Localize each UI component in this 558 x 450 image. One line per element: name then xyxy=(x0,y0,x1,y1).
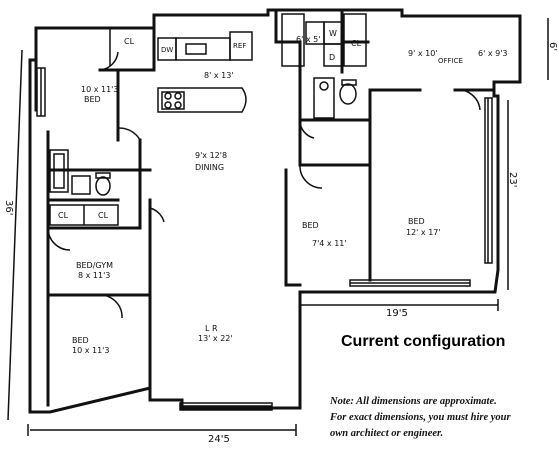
bed-gym-name: BED/GYM xyxy=(76,261,113,270)
interior-walls xyxy=(46,8,496,407)
dryer-label: D xyxy=(329,53,335,62)
configuration-caption: Current configuration xyxy=(341,333,506,350)
bed-bottom-left-size: 10 x 11'3 xyxy=(72,346,109,355)
bed-top-left-size: 10 x 11'3 xyxy=(81,85,118,94)
office-name: OFFICE xyxy=(438,57,463,65)
bed-gym-size: 8 x 11'3 xyxy=(78,271,110,280)
windows xyxy=(36,67,493,411)
bed-right-size: 12' x 17' xyxy=(406,228,441,237)
living-room-name: L R xyxy=(205,324,218,333)
closet-upper-right-label: CL xyxy=(351,39,362,48)
closet-pair-left: CL xyxy=(58,211,69,220)
overall-width-dim: 24'5 xyxy=(208,434,230,445)
closets xyxy=(49,13,367,226)
exterior-walls xyxy=(28,8,522,414)
kitchen-counters xyxy=(157,31,253,113)
bed-right-name: BED xyxy=(408,217,425,226)
bed-top-left-name: BED xyxy=(84,95,101,104)
office-size-left: 9' x 10' xyxy=(408,49,438,58)
kitchen-size: 8' x 13' xyxy=(204,71,234,80)
note-line-1: Note: All dimensions are approximate. xyxy=(330,396,497,407)
bed-middle-name: BED xyxy=(302,221,319,230)
dishwasher-label: DW xyxy=(161,46,173,54)
right-depth-dim: 23' xyxy=(507,172,518,187)
bed-bottom-left-name: BED xyxy=(72,336,89,345)
office-size-right: 6' x 9'3 xyxy=(478,49,508,58)
refrigerator-label: REF xyxy=(233,42,246,50)
overall-depth-dim: 36' xyxy=(3,200,14,215)
dining-size: 9'x 12'8 xyxy=(195,151,227,160)
dimension-lines xyxy=(7,18,549,436)
entry-closet-size: 6' x 5' xyxy=(296,35,320,44)
washer-label: W xyxy=(329,29,337,38)
closet-pair-right: CL xyxy=(98,211,109,220)
bed-middle-size: 7'4 x 11' xyxy=(312,239,347,248)
closet-top-label: CL xyxy=(124,37,135,46)
door-swings xyxy=(47,51,481,319)
right-width-dim: 19'5 xyxy=(386,308,408,319)
living-room-size: 13' x 22' xyxy=(198,334,233,343)
note-line-2: For exact dimensions, you must hire your xyxy=(330,412,511,423)
top-right-dim: 6' xyxy=(547,42,558,51)
note-line-3: own architect or engineer. xyxy=(330,428,444,439)
dimensions-note: Note: All dimensions are approximate. Fo… xyxy=(330,394,556,442)
bathroom-fixtures xyxy=(49,21,357,196)
dining-name: DINING xyxy=(195,163,224,172)
